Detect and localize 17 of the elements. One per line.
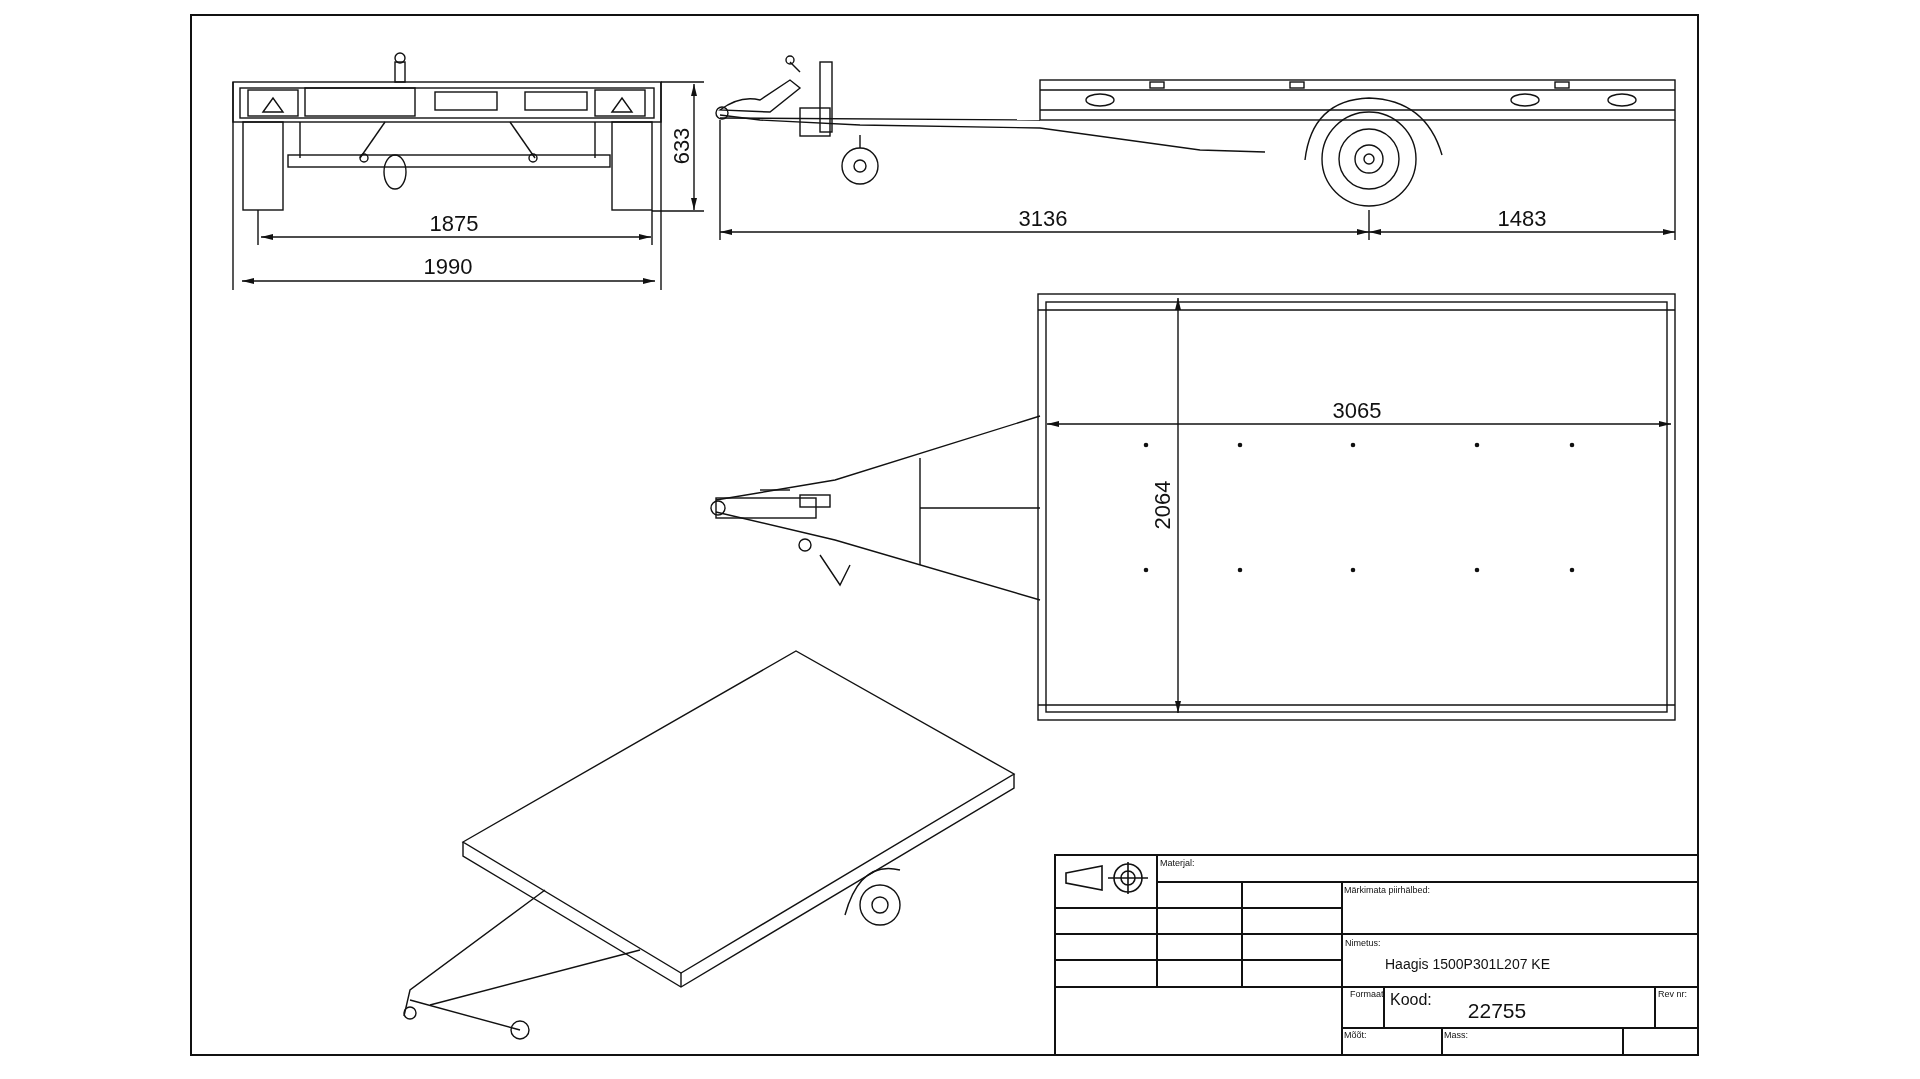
field-label: Formaat <box>1350 990 1384 999</box>
field-label: Nimetus: <box>1345 939 1381 948</box>
dimension-label: 633 <box>671 127 693 165</box>
field-label: Kood: <box>1390 992 1432 1008</box>
field-label: Mõõt: <box>1344 1031 1367 1040</box>
dimension-label: 1483 <box>1497 208 1547 230</box>
dimension-label: 1875 <box>429 213 479 235</box>
field-label: Materjal: <box>1160 859 1195 868</box>
dimension-label: 3065 <box>1332 400 1382 422</box>
dimension-label: 3136 <box>1018 208 1068 230</box>
dimension-label: 2064 <box>1152 480 1174 530</box>
field-label: Märkimata piirhälbed: <box>1344 886 1431 895</box>
drawing-number: 22755 <box>1467 999 1527 1021</box>
part-name: Haagis 1500P301L207 KE <box>1385 957 1551 971</box>
field-label: Mass: <box>1444 1031 1468 1040</box>
field-label: Rev nr: <box>1658 990 1687 999</box>
dimension-label: 1990 <box>423 256 473 278</box>
